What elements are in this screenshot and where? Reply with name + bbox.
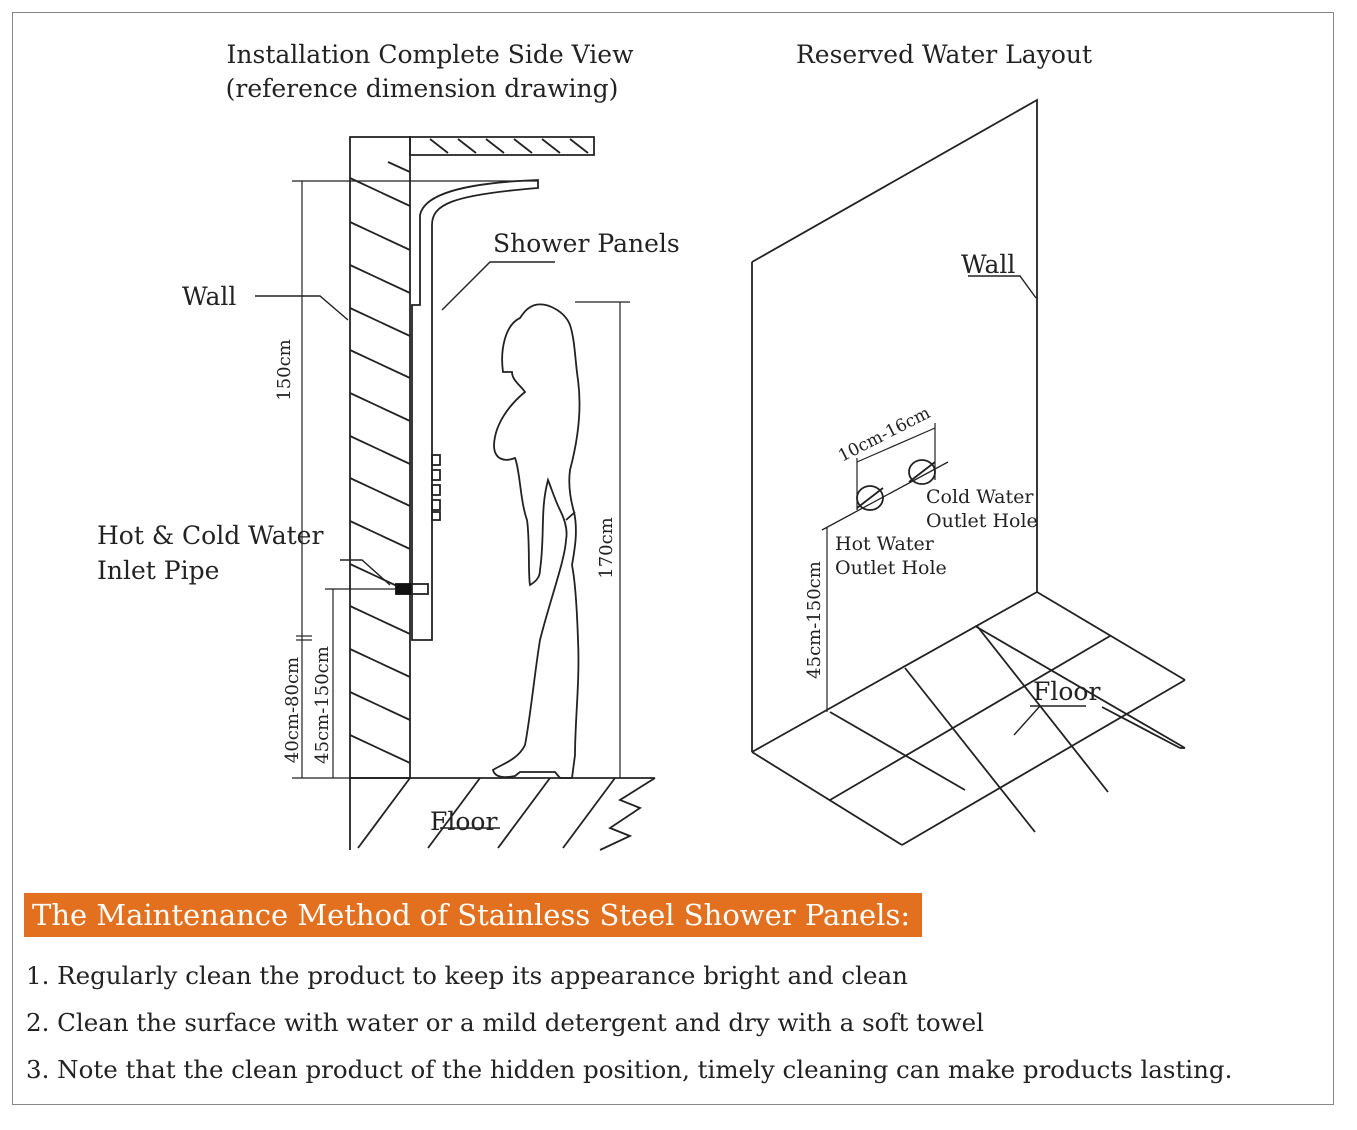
maintenance-heading: The Maintenance Method of Stainless Stee… bbox=[24, 893, 922, 937]
water-layout-title: Reserved Water Layout bbox=[796, 40, 1092, 69]
inlet-label-line1: Hot & Cold Water bbox=[97, 521, 323, 550]
dim-40-80-label: 40cm-80cm bbox=[282, 657, 303, 763]
side-view-dimensions bbox=[292, 180, 630, 779]
woman-silhouette bbox=[491, 303, 581, 779]
cold-label-line1: Cold Water bbox=[926, 486, 1034, 508]
dim-150-label: 150cm bbox=[274, 339, 295, 401]
layout-height-label: 45cm-150cm bbox=[804, 561, 825, 679]
maintenance-step: 2. Clean the surface with water or a mil… bbox=[26, 1008, 984, 1037]
layout-leaders bbox=[968, 275, 1086, 736]
shower-panels-label: Shower Panels bbox=[493, 229, 680, 258]
dim-170-label: 170cm bbox=[596, 517, 617, 579]
maintenance-step: 1. Regularly clean the product to keep i… bbox=[26, 961, 908, 990]
cold-label-line2: Outlet Hole bbox=[926, 510, 1038, 532]
layout-floor-label: Floor bbox=[1033, 677, 1100, 706]
side-floor-label: Floor bbox=[430, 807, 497, 836]
maintenance-step: 3. Note that the clean product of the hi… bbox=[26, 1055, 1233, 1084]
side-view-floor bbox=[350, 777, 656, 851]
side-view-wall bbox=[349, 136, 595, 850]
layout-wall bbox=[751, 98, 1038, 753]
dim-45-150-label: 45cm-150cm bbox=[312, 646, 333, 764]
hot-label-line2: Outlet Hole bbox=[835, 557, 947, 579]
layout-dimensions bbox=[826, 423, 936, 712]
side-view-subtitle: (reference dimension drawing) bbox=[226, 74, 619, 103]
side-wall-label: Wall bbox=[182, 282, 236, 311]
inlet-label-line2: Inlet Pipe bbox=[97, 556, 219, 585]
hot-label-line1: Hot Water bbox=[835, 533, 935, 555]
maintenance-steps: 1. Regularly clean the product to keep i… bbox=[26, 952, 1326, 1093]
side-view-title: Installation Complete Side View bbox=[227, 40, 635, 69]
outer-frame bbox=[12, 12, 1334, 1105]
side-view-leaders bbox=[255, 261, 555, 829]
inlet-pipe-fitting bbox=[395, 583, 413, 595]
shower-panel bbox=[411, 179, 539, 641]
layout-wall-label: Wall bbox=[961, 250, 1015, 279]
layout-floor-grid bbox=[751, 591, 1186, 846]
